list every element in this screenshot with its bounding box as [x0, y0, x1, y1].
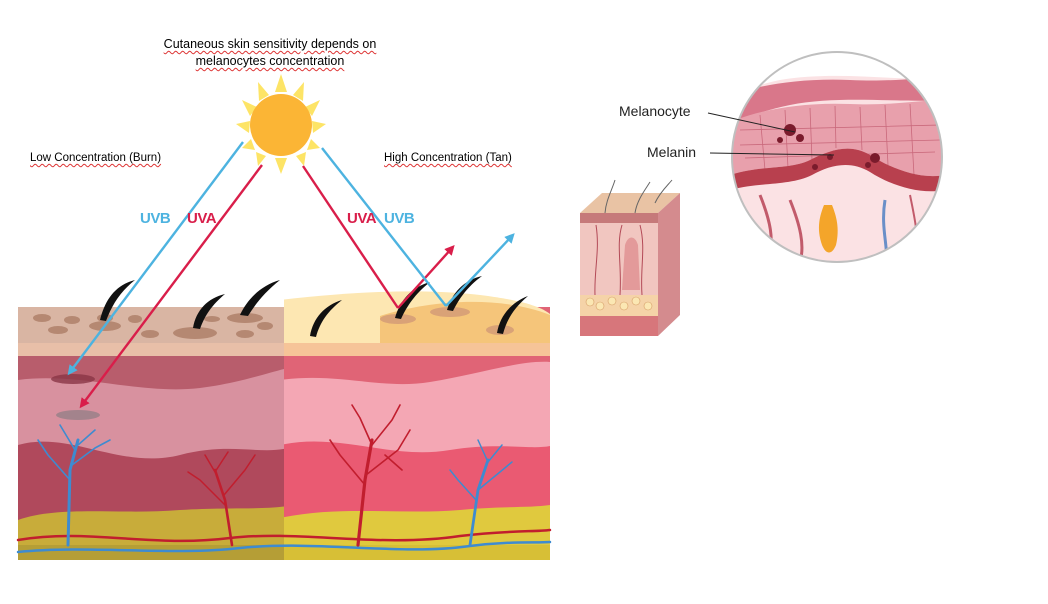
- uva-label-left: UVA: [187, 210, 217, 227]
- blood-vessels: [16, 404, 552, 554]
- title-line-2: melanocytes concentration: [195, 54, 345, 68]
- hairs: [100, 276, 528, 337]
- melanocyte-callout: Melanocyte: [619, 103, 691, 119]
- uvb-ray-right-reflect: [445, 233, 515, 307]
- magnified-skin-circle: [707, 51, 943, 263]
- uvb-label-right: UVB: [384, 210, 415, 227]
- uva-absorption-spot: [56, 410, 100, 420]
- uv-rays: [67, 141, 515, 409]
- uvb-absorption-spot: [51, 374, 95, 384]
- sun-icon: [236, 74, 326, 174]
- uvb-label-left: UVB: [140, 210, 171, 227]
- uva-ray-left: [79, 164, 263, 409]
- high-concentration-label: High Concentration (Tan): [384, 152, 512, 164]
- figure-title: Cutaneous skin sensitivity depends on me…: [150, 36, 390, 70]
- melanin-spots-left: [33, 313, 273, 339]
- uvb-ray-left: [67, 141, 244, 376]
- uvb-ray-right: [321, 147, 447, 307]
- skin-block-illustration: [580, 179, 680, 336]
- left-skin-cross-section: [18, 307, 284, 560]
- uva-ray-right: [302, 165, 399, 309]
- melanocyte-pointer: [707, 112, 796, 133]
- title-line-1: Cutaneous skin sensitivity depends on: [163, 37, 377, 51]
- melanin-pointer: [709, 152, 835, 156]
- low-concentration-label: Low Concentration (Burn): [30, 152, 162, 164]
- uva-label-right: UVA: [347, 210, 377, 227]
- melanin-callout: Melanin: [647, 144, 697, 160]
